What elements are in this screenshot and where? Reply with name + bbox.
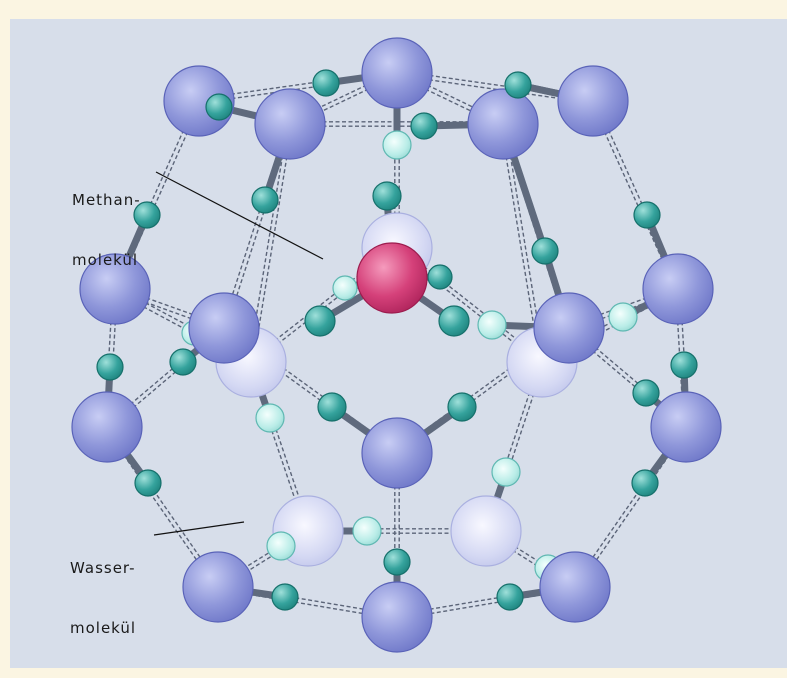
oxygen-atom (362, 582, 432, 652)
oxygen-atom (255, 89, 325, 159)
hydrogen-atom (272, 584, 298, 610)
hydrogen-atom (439, 306, 469, 336)
hydrogen-atom (428, 265, 452, 289)
hydrogen-atom (505, 72, 531, 98)
hydrogen-atom (333, 276, 357, 300)
oxygen-atom (540, 552, 610, 622)
methane-pointer-line (156, 172, 323, 259)
oxygen-atom (651, 392, 721, 462)
diagram-panel: Methan- molekül Wasser- molekül (10, 19, 787, 668)
methane-label: Methan- molekül (72, 150, 141, 310)
water-label-line1: Wasser- (70, 558, 136, 578)
hydrogen-atom (267, 532, 295, 560)
hydrogen-atom (671, 352, 697, 378)
hydrogen-atom (252, 187, 278, 213)
hydrogen-atom (492, 458, 520, 486)
oxygen-atom (534, 293, 604, 363)
hydrogen-atom (632, 470, 658, 496)
hydrogen-atom (497, 584, 523, 610)
hydrogen-atom (634, 202, 660, 228)
hydrogen-atom (305, 306, 335, 336)
hydrogen-atom (313, 70, 339, 96)
hydrogen-atom (383, 131, 411, 159)
oxygen-atom (189, 293, 259, 363)
hydrogen-atom (256, 404, 284, 432)
hydrogen-atom (170, 349, 196, 375)
oxygen-atom (183, 552, 253, 622)
methane-label-line2: molekül (72, 250, 141, 270)
hydrogen-atom (532, 238, 558, 264)
hydrogen-atom (384, 549, 410, 575)
water-label: Wasser- molekül (70, 518, 136, 678)
hydrogen-atom (411, 113, 437, 139)
water-label-line2: molekül (70, 618, 136, 638)
hydrogen-atom (373, 182, 401, 210)
hydrogen-atom (609, 303, 637, 331)
oxygen-atom (451, 496, 521, 566)
hydrogen-atom (448, 393, 476, 421)
hydrogen-atom (318, 393, 346, 421)
hydrogen-atom (633, 380, 659, 406)
hydrogen-atom (478, 311, 506, 339)
water-pointer-line (154, 522, 244, 535)
oxygen-atom (362, 38, 432, 108)
oxygen-atom (72, 392, 142, 462)
methane-label-line1: Methan- (72, 190, 141, 210)
hydrogen-atom (97, 354, 123, 380)
oxygen-atom (558, 66, 628, 136)
oxygen-atom (468, 89, 538, 159)
hydrogen-atom (353, 517, 381, 545)
hydrogen-atom (135, 470, 161, 496)
oxygen-atom (362, 418, 432, 488)
oxygen-atom (643, 254, 713, 324)
carbon-atom (357, 243, 427, 313)
hydrogen-atom (206, 94, 232, 120)
